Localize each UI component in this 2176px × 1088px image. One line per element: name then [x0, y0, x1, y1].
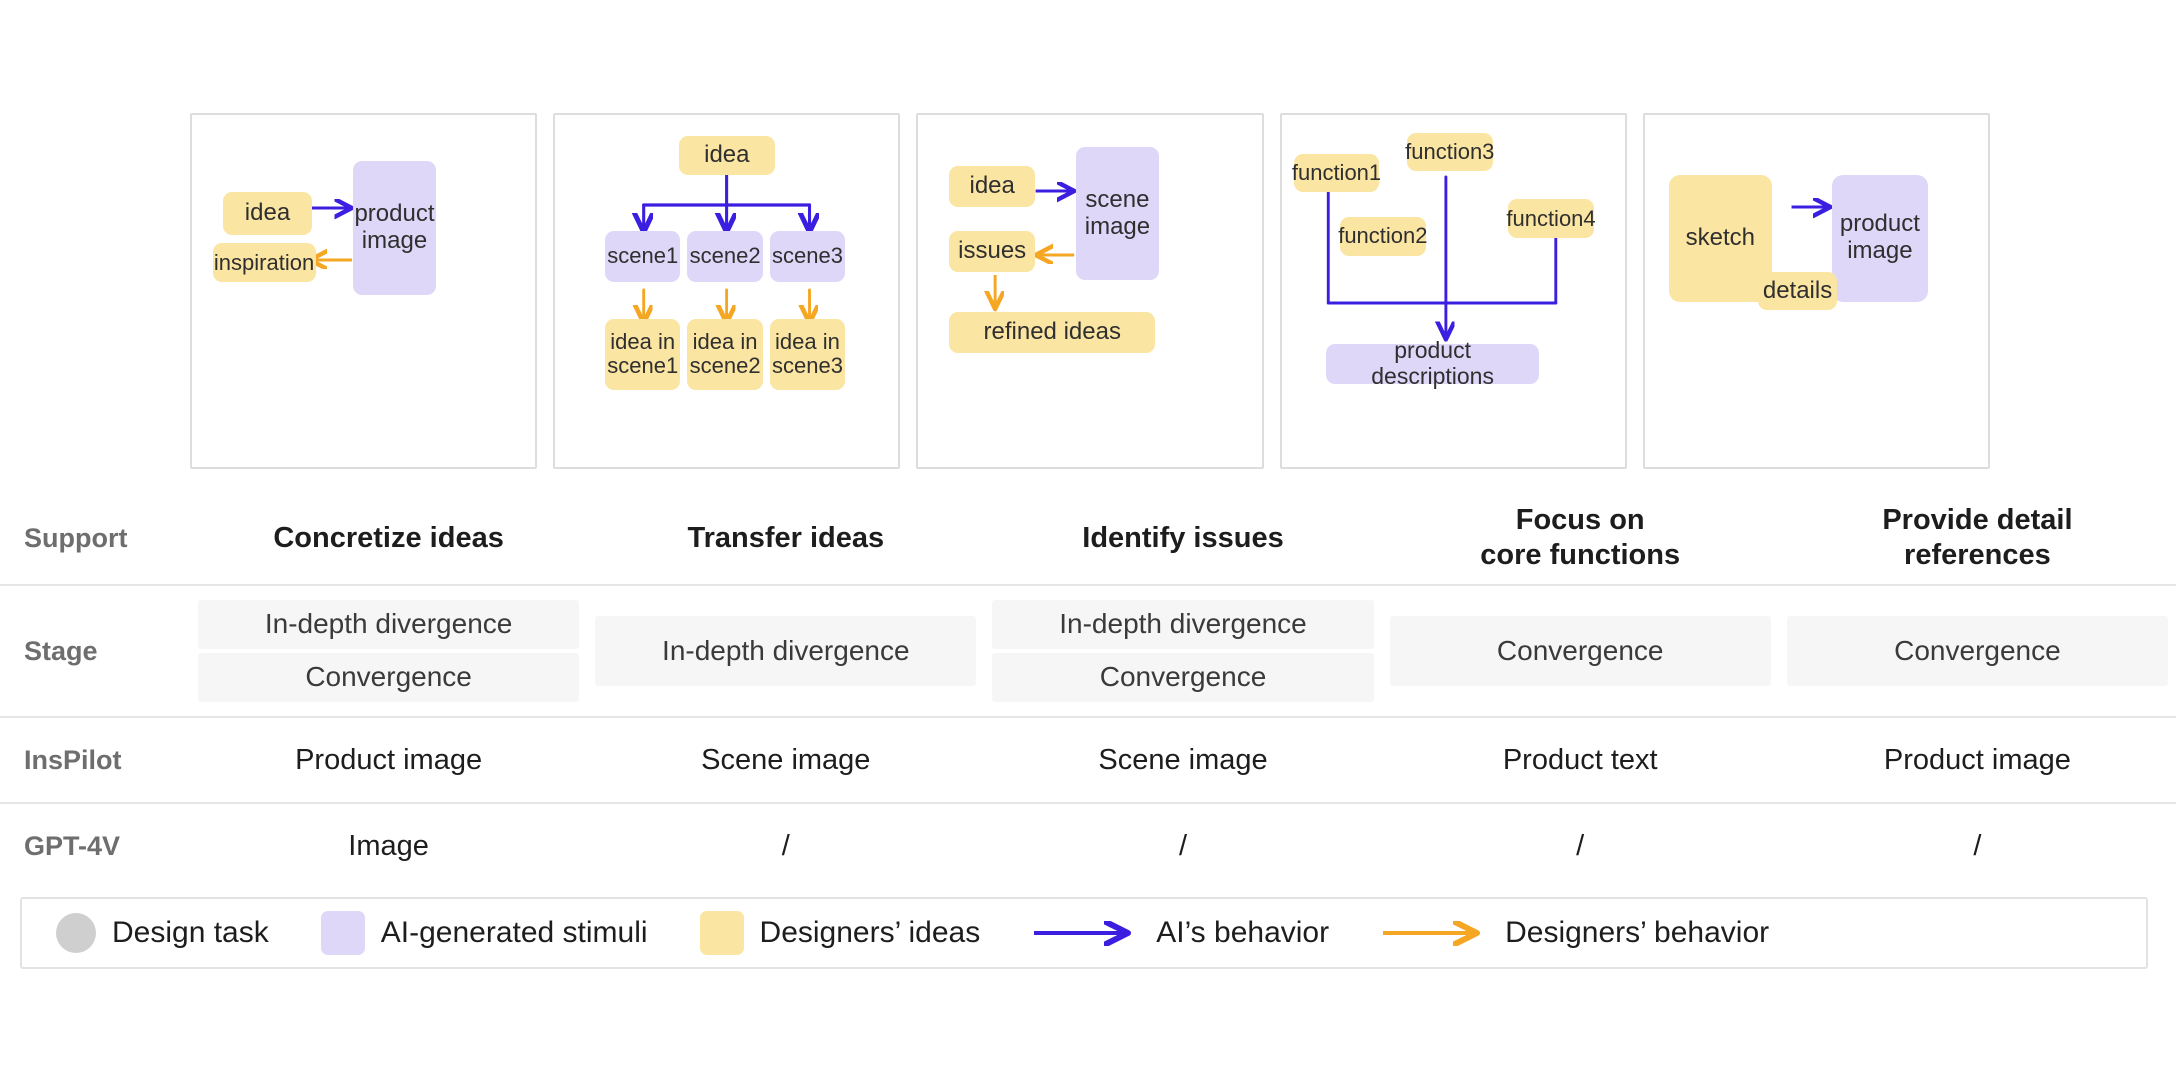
ai-stimuli-swatch-icon: [320, 911, 365, 955]
node-refined-ideas: refined ideas: [949, 312, 1156, 353]
node-idea: idea: [949, 166, 1036, 207]
table-row-inspilot: InsPilot Product image Scene image Scene…: [0, 718, 2176, 802]
node-function2: function2: [1338, 217, 1428, 256]
stage-chip: Convergence: [1786, 615, 2169, 687]
cell-inspilot-0: Product image: [295, 743, 483, 776]
legend-item-ai-generated-stimuli: AI-generated stimuli: [320, 911, 648, 955]
row-label-inspilot: InsPilot: [24, 744, 122, 775]
divider: [0, 716, 2176, 718]
comparison-table: Support Concretize ideas Transfer ideas …: [0, 492, 2176, 888]
cell-inspilot-3: Product text: [1502, 743, 1658, 776]
cell-inspilot-4: Product image: [1883, 743, 2071, 776]
diagram-card-transfer-ideas: idea scene1 scene2 scene3 idea in scene1…: [553, 113, 901, 469]
cell-gpt4v-2: /: [1178, 829, 1188, 862]
blue-arrow-icon: [1034, 920, 1140, 946]
legend-label: AI’s behavior: [1156, 916, 1330, 949]
cell-support-2: Identify issues: [1082, 521, 1284, 554]
node-details: details: [1758, 271, 1837, 311]
legend-label: Designers’ ideas: [759, 916, 981, 949]
cell-support-1: Transfer ideas: [687, 521, 885, 554]
divider: [0, 584, 2176, 586]
cell-inspilot-2: Scene image: [1098, 743, 1268, 776]
node-idea: idea: [678, 136, 775, 175]
diagram-card-concretize-ideas: idea inspiration product image: [190, 113, 538, 469]
cell-stage-0: In-depth divergence Convergence: [190, 586, 587, 716]
node-scene3: scene3: [769, 231, 846, 283]
node-scene-image: scene image: [1076, 146, 1159, 281]
table-row-support: Support Concretize ideas Transfer ideas …: [0, 492, 2176, 584]
row-label-gpt4v: GPT-4V: [24, 830, 121, 861]
cell-stage-1: In-depth divergence: [587, 586, 984, 716]
stage-chip: In-depth divergence: [992, 600, 1374, 649]
node-issues: issues: [949, 231, 1036, 272]
stage-chip: Convergence: [992, 653, 1374, 702]
node-function4: function4: [1506, 199, 1596, 239]
legend-item-ai-behavior: AI’s behavior: [1032, 916, 1329, 950]
stage-chip: In-depth divergence: [198, 600, 580, 649]
cell-support-4: Provide detail references: [1882, 504, 2073, 571]
legend-label: Design task: [112, 916, 269, 949]
cell-inspilot-1: Scene image: [701, 743, 871, 776]
legend-item-designers-ideas: Designers’ ideas: [699, 911, 981, 955]
node-product-image: product image: [1831, 174, 1928, 302]
stage-chip: In-depth divergence: [595, 615, 977, 687]
legend-item-design-task: Design task: [56, 913, 269, 953]
node-function1: function1: [1292, 153, 1381, 193]
diagram-card-focus-core-functions: function1 function2 function3 function4 …: [1279, 113, 1627, 469]
diagram-card-identify-issues: idea issues scene image refined ideas: [916, 113, 1264, 469]
cell-gpt4v-0: Image: [348, 829, 429, 862]
diagram-card-provide-detail-references: sketch product image details: [1642, 113, 1991, 469]
designers-ideas-swatch-icon: [699, 911, 744, 955]
node-idea: idea: [222, 192, 313, 235]
cell-support-3: Focus on core functions: [1480, 504, 1681, 571]
row-label-support: Support: [24, 522, 128, 553]
row-label-stage: Stage: [24, 635, 98, 666]
node-sketch: sketch: [1668, 174, 1772, 302]
node-function3: function3: [1405, 132, 1494, 172]
node-scene2: scene2: [687, 231, 763, 283]
cell-gpt4v-4: /: [1973, 829, 1982, 862]
node-product-image: product image: [353, 160, 436, 295]
node-scene1: scene1: [604, 231, 681, 283]
cell-support-0: Concretize ideas: [273, 521, 504, 554]
cell-stage-4: Convergence: [1779, 586, 2176, 716]
table-row-gpt4v: GPT-4V Image / / / /: [0, 804, 2176, 888]
cell-stage-2: In-depth divergence Convergence: [984, 586, 1381, 716]
design-task-circle-icon: [56, 913, 96, 953]
node-product-descriptions: product descriptions: [1326, 337, 1539, 389]
stage-chip: Convergence: [198, 653, 580, 702]
cell-gpt4v-1: /: [781, 829, 790, 862]
node-idea-in-scene2: idea in scene2: [687, 319, 763, 390]
cell-stage-3: Convergence: [1382, 586, 1779, 716]
table-row-stage: Stage In-depth divergence Convergence In…: [0, 586, 2176, 716]
diagram-card-row: idea inspiration product image: [190, 113, 1991, 469]
divider: [0, 802, 2176, 804]
orange-arrow-icon: [1383, 920, 1489, 946]
node-idea-in-scene1: idea in scene1: [604, 319, 681, 390]
legend-label: AI-generated stimuli: [380, 916, 648, 949]
node-inspiration: inspiration: [212, 243, 316, 283]
legend-item-designers-behavior: Designers’ behavior: [1381, 916, 1769, 950]
node-idea-in-scene3: idea in scene3: [769, 319, 846, 390]
cell-gpt4v-3: /: [1576, 829, 1585, 862]
legend: Design task AI-generated stimuli Designe…: [20, 897, 2148, 969]
stage-chip: Convergence: [1389, 615, 1771, 687]
legend-label: Designers’ behavior: [1505, 916, 1770, 949]
